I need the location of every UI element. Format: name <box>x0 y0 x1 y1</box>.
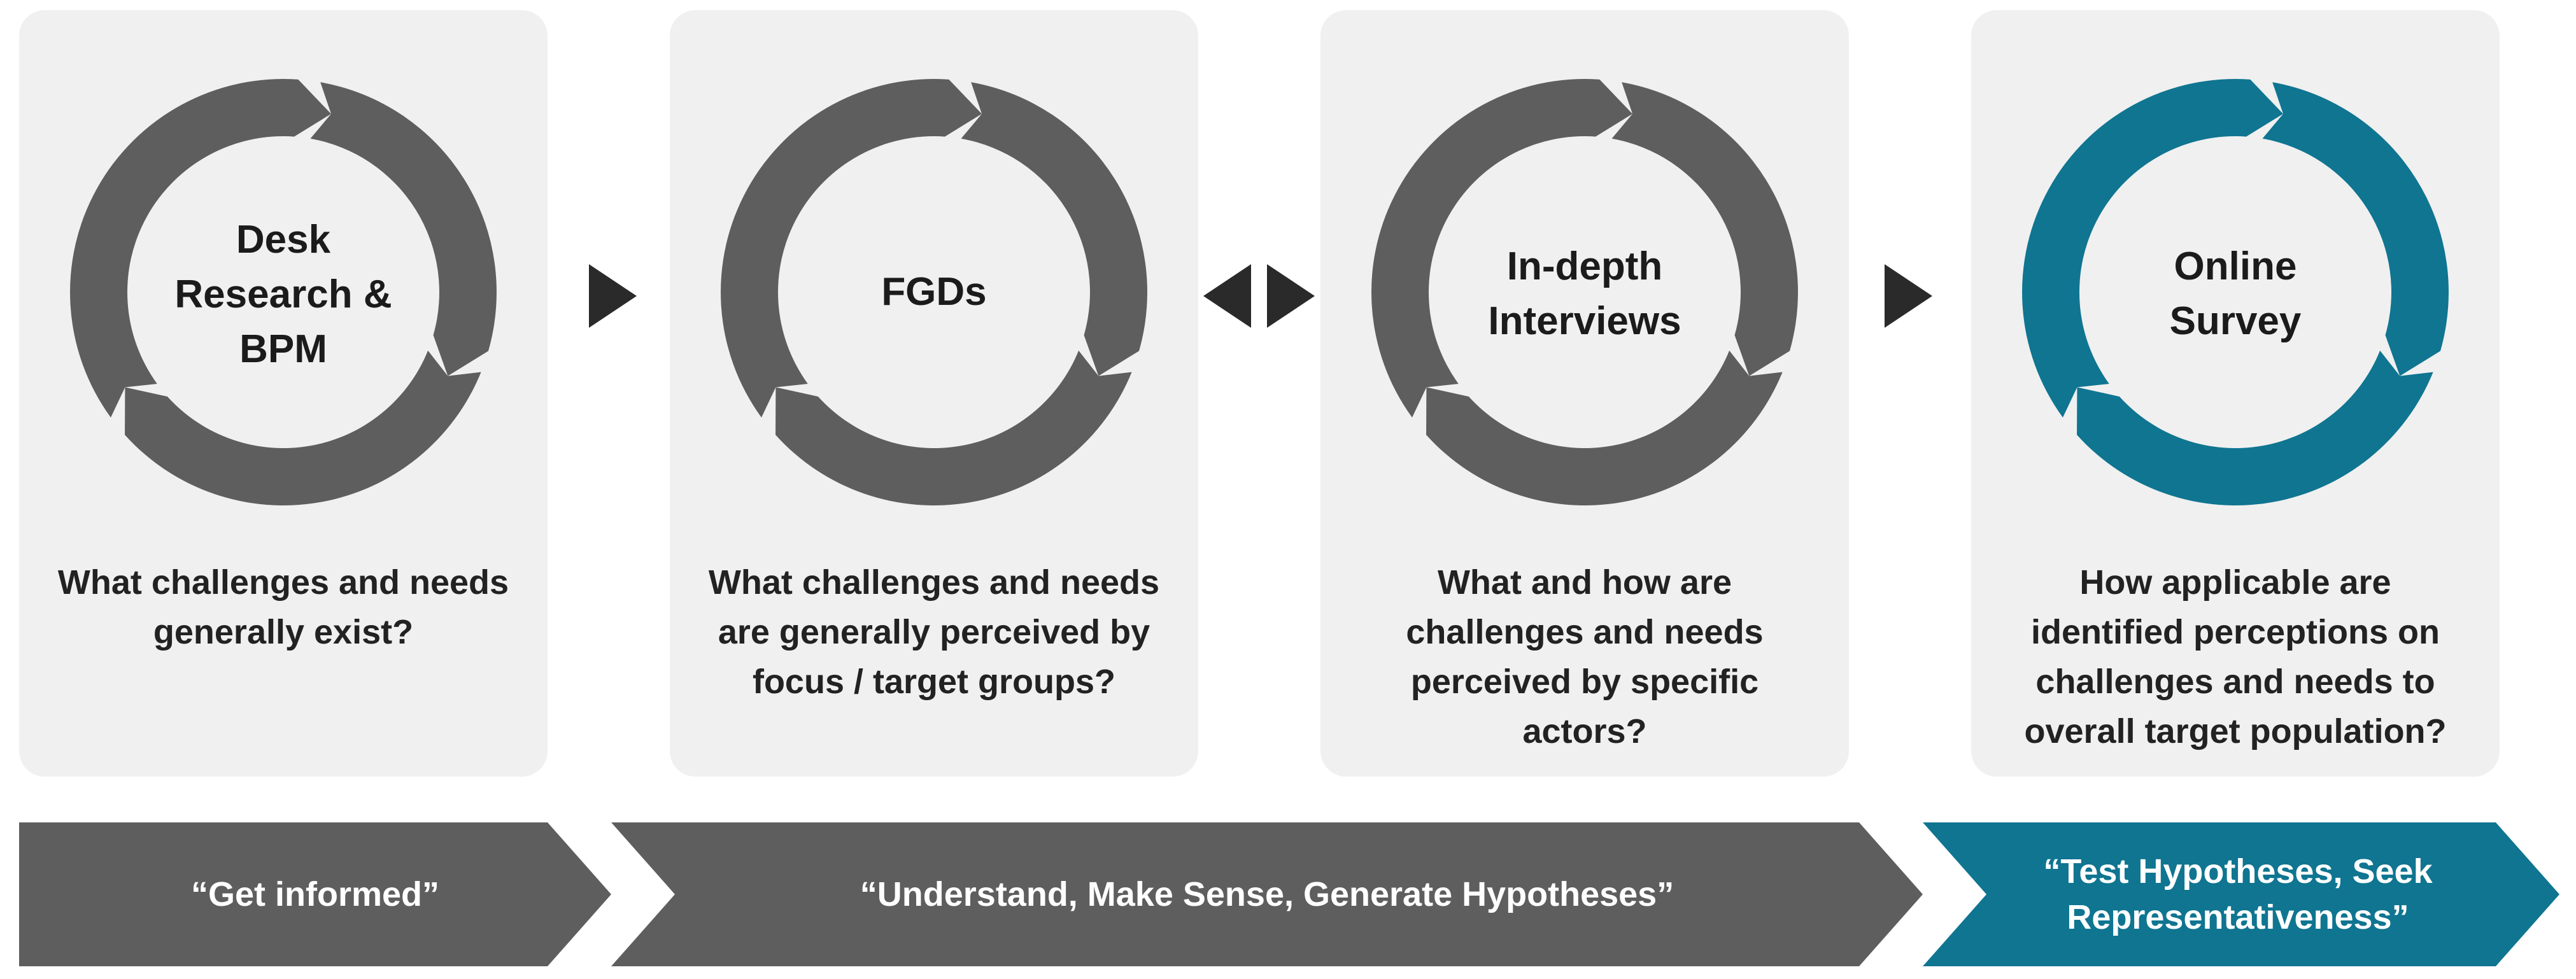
phase-chevron-test <box>1923 822 2559 966</box>
step-card-fgds: FGDs What challenges and needs are gener… <box>670 10 1198 777</box>
ring-segment-1 <box>961 82 1147 376</box>
cycle-ring-icon <box>70 79 497 505</box>
ring-segment-2 <box>125 350 481 505</box>
ring-segment-3 <box>721 79 982 418</box>
step-card-desk-research: Desk Research & BPM What challenges and … <box>19 10 548 777</box>
cycle-ring-icon <box>2022 79 2449 505</box>
phase-chevron-get-informed <box>19 822 611 966</box>
step-question: What and how are challenges and needs pe… <box>1406 563 1764 750</box>
arrow-left-shape <box>1203 264 1251 328</box>
arrow-right-shape <box>589 264 637 328</box>
phase-label-test: “Test Hypotheses, Seek Representativenes… <box>2043 852 2433 936</box>
ring-segment-3 <box>70 79 332 418</box>
cycle-ring-icon <box>721 79 1147 505</box>
phase-chevron-understand <box>611 822 1923 966</box>
ring-segment-2 <box>2077 350 2433 505</box>
step-question: What challenges and needs are generally … <box>708 563 1160 701</box>
arrow-right-icon <box>1885 264 1932 328</box>
ring-segment-1 <box>1611 82 1798 376</box>
step-label: Online Survey <box>2169 244 2302 343</box>
ring-segment-2 <box>775 350 1132 505</box>
phase-label-get-informed: “Get informed” <box>190 875 440 913</box>
step-label: FGDs <box>881 270 987 314</box>
arrow-right-icon <box>589 264 637 328</box>
ring-segment-3 <box>1371 79 1633 418</box>
step-question: What challenges and needs generally exis… <box>57 563 509 651</box>
step-card-in-depth-interviews: In-depth Interviews What and how are cha… <box>1320 10 1849 777</box>
step-question: How applicable are identified perception… <box>2024 563 2447 750</box>
arrow-right-shape <box>1267 264 1315 328</box>
step-card-online-survey: Online Survey How applicable are identif… <box>1971 10 2500 777</box>
ring-segment-1 <box>2262 82 2449 376</box>
double-arrow-icon <box>1203 264 1315 328</box>
phase-label-understand: “Understand, Make Sense, Generate Hypoth… <box>860 875 1674 913</box>
step-label: In-depth Interviews <box>1488 244 1681 343</box>
ring-segment-2 <box>1426 350 1783 505</box>
cycle-ring-icon <box>1371 79 1798 505</box>
ring-segment-3 <box>2022 79 2284 418</box>
ring-segment-1 <box>310 82 497 376</box>
arrow-right-shape <box>1885 264 1932 328</box>
step-label: Desk Research & BPM <box>174 218 392 371</box>
